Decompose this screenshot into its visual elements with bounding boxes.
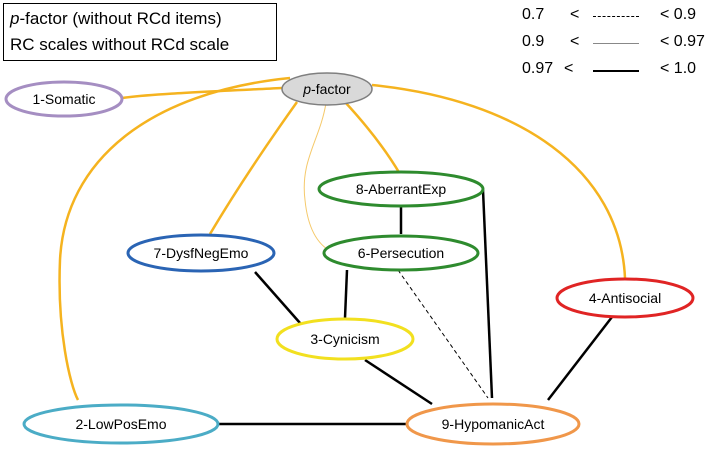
- link-persecution-cynicism: [343, 269, 349, 319]
- node-pfactor: p-factor: [281, 72, 373, 106]
- title-line-1-rest: -factor (without RCd items): [19, 9, 222, 28]
- link-persecution-hypomanicact: [397, 269, 489, 399]
- link-pfactor-lowposemo: [58, 76, 291, 401]
- legend-sep: <: [564, 60, 574, 77]
- legend-row-dashed: 0.7 < < 0.9: [510, 6, 716, 28]
- antisocial-label: 4-Antisocial: [589, 290, 661, 306]
- link-dysfnegemo-cynicism: [254, 271, 301, 324]
- hypomanicact-label: 9-HypomanicAct: [442, 416, 545, 432]
- legend-low: 0.9: [522, 33, 545, 50]
- legend-low: 0.7: [522, 6, 545, 23]
- node-dysfnegemo: 7-DysfNegEmo: [126, 233, 276, 273]
- legend-thin-line: [593, 43, 639, 44]
- node-persecution: 6-Persecution: [322, 234, 480, 272]
- legend-high: < 0.97: [660, 33, 705, 50]
- title-p-italic: p: [10, 9, 20, 28]
- legend-sep: <: [570, 6, 580, 23]
- pfactor-label-italic: p: [302, 81, 311, 97]
- legend-row-thin: 0.9 < < 0.97: [510, 33, 716, 55]
- node-antisocial: 4-Antisocial: [555, 277, 695, 319]
- somatic-label: 1-Somatic: [32, 91, 95, 107]
- link-aberrantexp-hypomanicact: [481, 189, 494, 399]
- legend: 0.7 < < 0.9 0.9 < < 0.97 0.97 < < 1.0: [510, 6, 716, 84]
- title-box: p-factor (without RCd items) RC scales w…: [3, 3, 277, 61]
- svg-text:p-factor: p-factor: [302, 81, 351, 97]
- legend-low: 0.97: [522, 60, 554, 77]
- legend-high: < 0.9: [660, 6, 697, 23]
- persecution-label: 6-Persecution: [358, 245, 444, 261]
- link-antisocial-hypomanicact: [547, 316, 613, 401]
- title-line-2: RC scales without RCd scale: [10, 35, 230, 54]
- aberrantexp-label: 8-AberrantExp: [356, 181, 446, 197]
- link-pfactor-dysfnegemo: [208, 101, 299, 235]
- link-pfactor-somatic: [121, 86, 283, 100]
- cynicism-label: 3-Cynicism: [310, 331, 379, 347]
- link-pfactor-aberrantexp: [344, 101, 402, 175]
- legend-high: < 1.0: [660, 60, 697, 77]
- lowposemo-label: 2-LowPosEmo: [75, 416, 166, 432]
- node-cynicism: 3-Cynicism: [275, 317, 415, 361]
- link-pfactor-antisocial: [371, 83, 627, 279]
- dysfnegemo-label: 7-DysfNegEmo: [154, 245, 249, 261]
- node-somatic: 1-Somatic: [4, 80, 124, 118]
- legend-sep: <: [570, 33, 580, 50]
- node-hypomanicact: 9-HypomanicAct: [405, 402, 581, 446]
- title-line-1: p-factor (without RCd items): [10, 6, 276, 32]
- legend-thick-line: [593, 70, 639, 72]
- pfactor-label-rest: -factor: [311, 81, 351, 97]
- node-lowposemo: 2-LowPosEmo: [22, 403, 220, 445]
- link-pfactor-persecution: [303, 102, 333, 253]
- legend-dashed-line: [593, 16, 639, 17]
- node-aberrantexp: 8-AberrantExp: [317, 170, 485, 208]
- legend-row-thick: 0.97 < < 1.0: [510, 60, 716, 82]
- link-cynicism-hypomanicact: [364, 358, 433, 406]
